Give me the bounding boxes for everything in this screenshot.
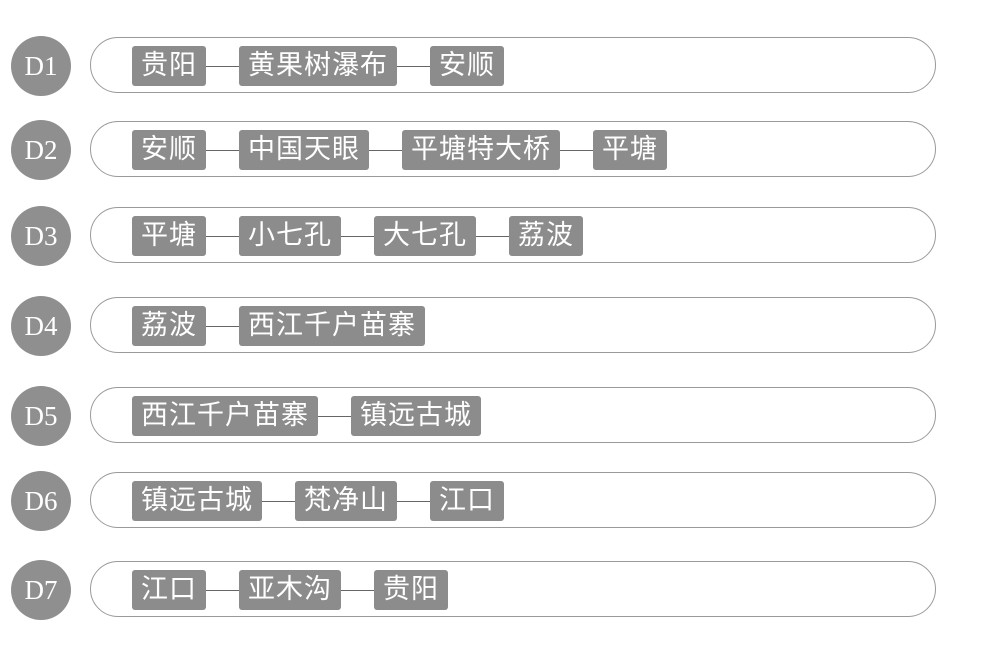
- connector-line: [318, 415, 351, 417]
- day-row: D7 江口亚木沟贵阳: [0, 560, 1006, 620]
- stop-label: 大七孔: [374, 216, 476, 256]
- route-pill: [90, 207, 936, 263]
- stop-label: 荔波: [132, 306, 206, 346]
- stop-label: 安顺: [430, 46, 504, 86]
- day-badge: D7: [11, 560, 71, 620]
- stop-label: 平塘特大桥: [402, 130, 560, 170]
- stop-label: 平塘: [132, 216, 206, 256]
- day-row: D5 西江千户苗寨镇远古城: [0, 386, 1006, 446]
- route-stops: 贵阳黄果树瀑布安顺: [132, 46, 504, 86]
- route-stops: 平塘小七孔大七孔荔波: [132, 216, 583, 256]
- day-badge: D4: [11, 296, 71, 356]
- route-pill: [90, 472, 936, 528]
- day-row: D1 贵阳黄果树瀑布安顺: [0, 36, 1006, 96]
- connector-line: [206, 149, 239, 151]
- connector-line: [206, 235, 239, 237]
- route-stops: 荔波西江千户苗寨: [132, 306, 425, 346]
- stop-label: 江口: [430, 481, 504, 521]
- stop-label: 安顺: [132, 130, 206, 170]
- connector-line: [476, 235, 509, 237]
- day-row: D2 安顺中国天眼平塘特大桥平塘: [0, 120, 1006, 180]
- connector-line: [397, 65, 430, 67]
- connector-line: [206, 589, 239, 591]
- stop-label: 贵阳: [374, 570, 448, 610]
- connector-line: [397, 500, 430, 502]
- route-pill: [90, 121, 936, 177]
- route-stops: 江口亚木沟贵阳: [132, 570, 448, 610]
- stop-label: 江口: [132, 570, 206, 610]
- route-stops: 安顺中国天眼平塘特大桥平塘: [132, 130, 667, 170]
- day-badge: D2: [11, 120, 71, 180]
- stop-label: 小七孔: [239, 216, 341, 256]
- route-pill: [90, 561, 936, 617]
- day-badge: D5: [11, 386, 71, 446]
- connector-line: [206, 65, 239, 67]
- route-pill: [90, 37, 936, 93]
- stop-label: 西江千户苗寨: [132, 396, 318, 436]
- connector-line: [262, 500, 295, 502]
- day-badge: D1: [11, 36, 71, 96]
- stop-label: 梵净山: [295, 481, 397, 521]
- route-stops: 镇远古城梵净山江口: [132, 481, 504, 521]
- stop-label: 平塘: [593, 130, 667, 170]
- route-pill: [90, 387, 936, 443]
- day-row: D3 平塘小七孔大七孔荔波: [0, 206, 1006, 266]
- day-badge: D3: [11, 206, 71, 266]
- stop-label: 镇远古城: [351, 396, 481, 436]
- stop-label: 中国天眼: [239, 130, 369, 170]
- stop-label: 荔波: [509, 216, 583, 256]
- stop-label: 亚木沟: [239, 570, 341, 610]
- connector-line: [560, 149, 593, 151]
- connector-line: [341, 235, 374, 237]
- connector-line: [341, 589, 374, 591]
- stop-label: 西江千户苗寨: [239, 306, 425, 346]
- stop-label: 黄果树瀑布: [239, 46, 397, 86]
- route-pill: [90, 297, 936, 353]
- day-row: D6 镇远古城梵净山江口: [0, 471, 1006, 531]
- route-stops: 西江千户苗寨镇远古城: [132, 396, 481, 436]
- day-badge: D6: [11, 471, 71, 531]
- connector-line: [369, 149, 402, 151]
- day-row: D4 荔波西江千户苗寨: [0, 296, 1006, 356]
- stop-label: 镇远古城: [132, 481, 262, 521]
- connector-line: [206, 325, 239, 327]
- stop-label: 贵阳: [132, 46, 206, 86]
